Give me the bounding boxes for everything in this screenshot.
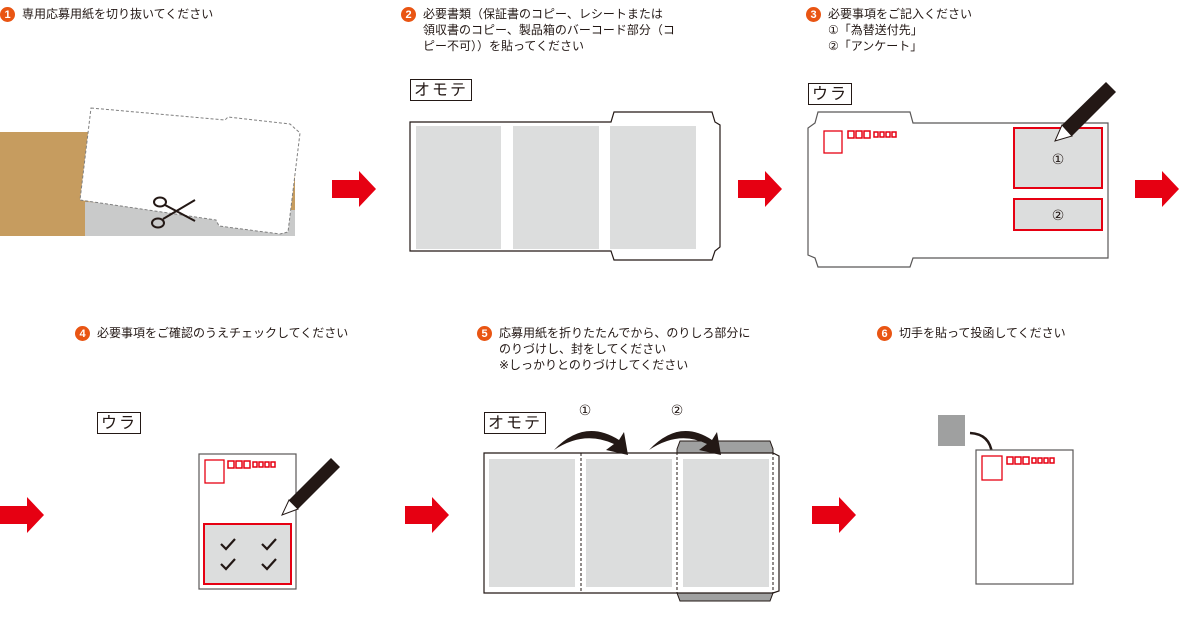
field-1-label: ① — [1052, 152, 1065, 168]
flow-arrow-right-icon — [405, 497, 449, 533]
back-side-label: ウラ — [808, 83, 853, 105]
questionnaire-field — [1013, 198, 1103, 231]
postal-code-boxes — [1006, 456, 1055, 465]
step-3-text: 必要事項をご記入ください ①「為替送付先」 ②「アンケート」 — [828, 7, 973, 53]
fold-label-2: ② — [671, 403, 684, 419]
flow-arrow-right-icon — [332, 171, 376, 207]
step-1-text: 専用応募用紙を切り抜いてください — [22, 7, 214, 21]
stamp-box — [204, 459, 225, 484]
front-side-label: オモテ — [484, 412, 547, 434]
step-6-heading: 6 切手を貼って投函してください — [877, 325, 1066, 341]
step-4-text: 必要事項をご確認のうえチェックしてください — [97, 326, 349, 340]
step-3-heading: 3 必要事項をご記入ください ①「為替送付先」 ②「アンケート」 — [806, 6, 972, 54]
step-2-text: 必要書類（保証書のコピー、レシートまたは 領収書のコピー、製品箱のバーコード部分… — [423, 7, 675, 53]
step-3-badge: 3 — [806, 7, 821, 22]
check-icons — [220, 538, 277, 571]
postcard-outline — [975, 449, 1074, 585]
back-side-label: ウラ — [97, 412, 142, 434]
field-2-label: ② — [1052, 208, 1065, 224]
stamp-box — [823, 130, 843, 154]
panel-2 — [586, 459, 672, 587]
checklist-field — [203, 523, 292, 585]
flow-arrow-right-icon — [812, 497, 856, 533]
step-4-badge: 4 — [75, 326, 90, 341]
step-1-heading: 1 専用応募用紙を切り抜いてください — [0, 6, 213, 22]
fold-arrow-2 — [649, 431, 721, 455]
flow-arrow-right-icon — [0, 497, 44, 533]
step-2-heading: 2 必要書類（保証書のコピー、レシートまたは 領収書のコピー、製品箱のバーコード… — [401, 6, 675, 54]
stamp-box — [981, 455, 1003, 481]
step-6-badge: 6 — [877, 326, 892, 341]
stamp — [938, 415, 965, 446]
step-5-badge: 5 — [477, 326, 492, 341]
step-2-badge: 2 — [401, 7, 416, 22]
step-5-heading: 5 応募用紙を折りたたんでから、のりしろ部分に のりづけし、封をしてください ※… — [477, 325, 750, 373]
step-1-illustration — [0, 107, 301, 236]
glue-area-outline — [676, 452, 774, 594]
panel-1 — [416, 126, 501, 249]
step-5-illustration: ① ② — [483, 403, 780, 602]
step-3-illustration: ① ② — [807, 82, 1116, 268]
fold-arrow-1 — [554, 431, 628, 455]
front-side-label: オモテ — [410, 79, 473, 101]
pencil-icon — [281, 458, 340, 516]
step-1-badge: 1 — [0, 7, 15, 22]
scissors-icon — [151, 196, 196, 229]
step-4-heading: 4 必要事項をご確認のうえチェックしてください — [75, 325, 348, 341]
step-6-text: 切手を貼って投函してください — [899, 326, 1066, 340]
panel-2 — [513, 126, 599, 249]
flow-arrow-right-icon — [738, 171, 782, 207]
panel-3 — [610, 126, 696, 249]
flow-arrow-right-icon — [1135, 171, 1179, 207]
step-4-illustration — [198, 453, 340, 590]
fold-label-1: ① — [579, 403, 592, 419]
postal-code-boxes — [227, 460, 276, 469]
panel-1 — [489, 459, 575, 587]
step-2-illustration — [409, 111, 721, 261]
step-6-illustration — [938, 415, 1074, 585]
postal-code-boxes — [847, 130, 897, 139]
step-5-text: 応募用紙を折りたたんでから、のりしろ部分に のりづけし、封をしてください ※しっ… — [499, 326, 751, 372]
pencil-icon — [1054, 82, 1116, 142]
panel-3 — [683, 459, 769, 587]
